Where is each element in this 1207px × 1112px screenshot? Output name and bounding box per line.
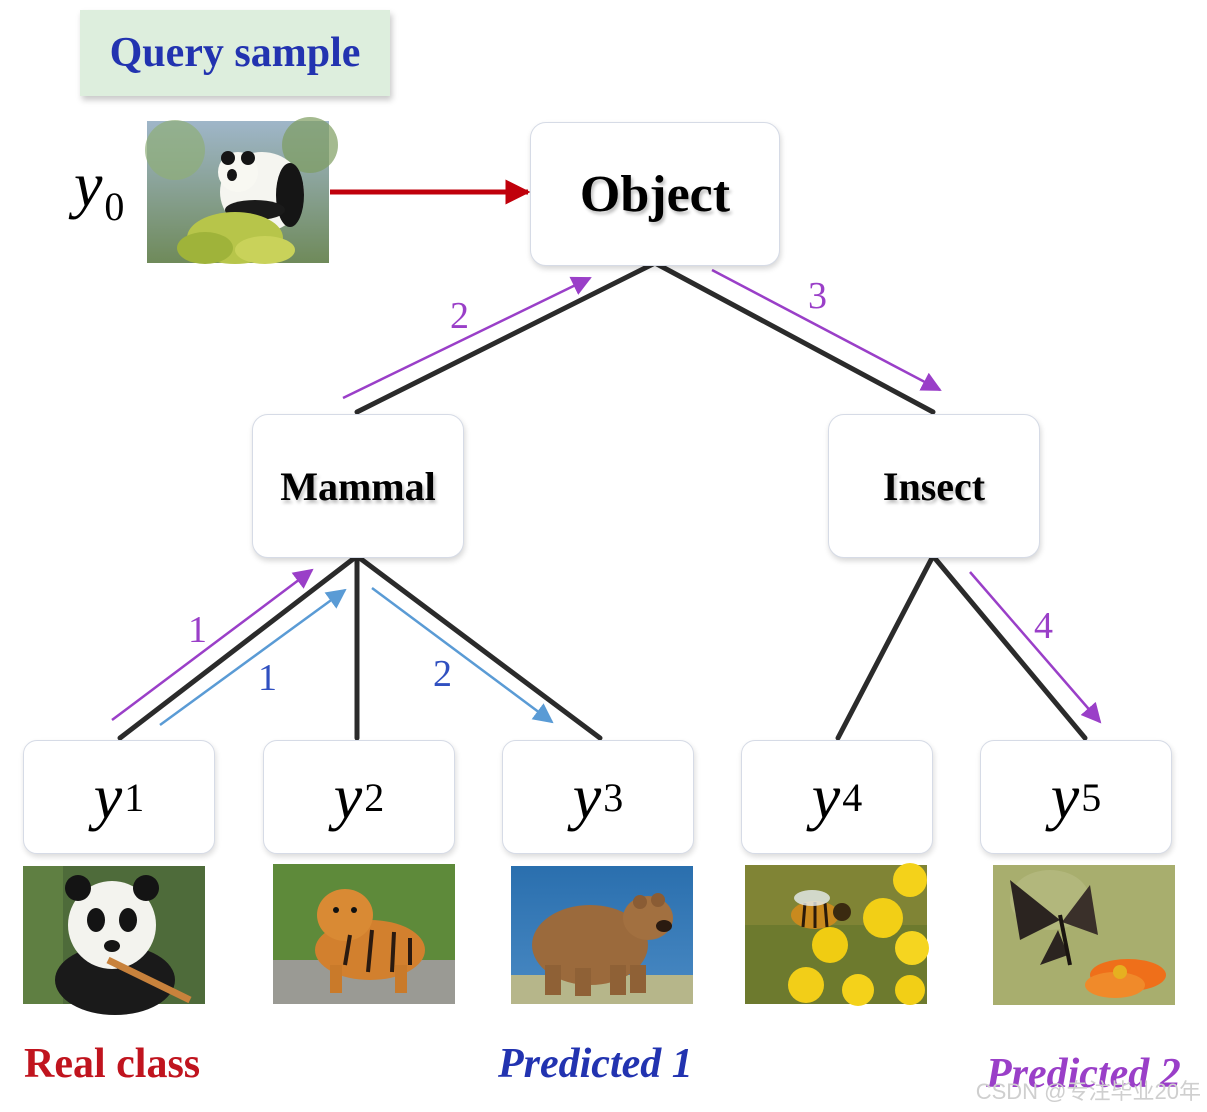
- edge-object-insect: [652, 260, 936, 415]
- leaf-image-butterfly: [993, 865, 1175, 1005]
- caption-predicted-2: Predicted 2: [986, 1050, 1181, 1098]
- leaf-image-tiger: [273, 864, 455, 1004]
- leaf-image-bee: [745, 863, 929, 1006]
- caption-predicted-1: Predicted 1: [498, 1040, 693, 1088]
- tree-edges: [117, 260, 1088, 741]
- query-variable-y0: y0: [74, 148, 124, 230]
- caption-predicted-2-text: Predicted 2: [986, 1051, 1181, 1097]
- leaf-y2-sub: 2: [364, 774, 385, 820]
- leaf-y3-base: y: [572, 761, 602, 832]
- purple-arrow-insect-y5: [969, 571, 1102, 724]
- leaf-y1-sub: 1: [124, 774, 145, 820]
- y0-base: y: [74, 149, 103, 220]
- query-image-panda: [145, 117, 338, 264]
- node-insect: Insect: [828, 414, 1040, 558]
- path-number-1-blue: 1: [258, 657, 277, 699]
- path-arrows: [111, 268, 1102, 727]
- blue-arrow-mammal-y3: [371, 586, 554, 724]
- edge-object-mammal: [354, 260, 658, 415]
- caption-real-class: Real class: [24, 1041, 201, 1087]
- edge-mammal-y1: [117, 553, 360, 741]
- path-number-4: 4: [1034, 605, 1053, 647]
- edge-insect-y5: [930, 553, 1088, 741]
- leaf-y1-base: y: [93, 761, 123, 832]
- edge-mammal-y3: [354, 553, 603, 741]
- edge-insect-y4: [835, 553, 936, 741]
- purple-arrow-y1-mammal: [111, 568, 314, 721]
- path-number-3: 3: [808, 275, 827, 317]
- leaf-y5-base: y: [1050, 761, 1080, 832]
- leaf-y4-base: y: [811, 761, 841, 832]
- purple-arrow-object-insect: [711, 268, 942, 392]
- path-number-1-purple: 1: [188, 609, 207, 651]
- caption-predicted-1-text: Predicted 1: [498, 1041, 693, 1087]
- purple-arrow-mammal-object: [342, 276, 592, 400]
- leaf-y3-sub: 3: [603, 774, 624, 820]
- leaf-y2-base: y: [333, 761, 363, 832]
- node-object: Object: [530, 122, 780, 266]
- blue-arrow-y1-mammal: [159, 588, 347, 727]
- leaf-image-panda: [23, 866, 205, 1015]
- y0-sub: 0: [104, 184, 125, 229]
- leaf-y4-sub: 4: [842, 774, 863, 820]
- query-sample-label: Query sample: [80, 10, 390, 96]
- path-number-2-blue: 2: [433, 653, 452, 695]
- leaf-image-bear: [511, 866, 693, 1004]
- path-number-2-top: 2: [450, 295, 469, 337]
- node-mammal: Mammal: [252, 414, 464, 558]
- csdn-watermark: CSDN @专注毕业20年: [975, 1079, 1201, 1104]
- leaf-y5-sub: 5: [1081, 774, 1102, 820]
